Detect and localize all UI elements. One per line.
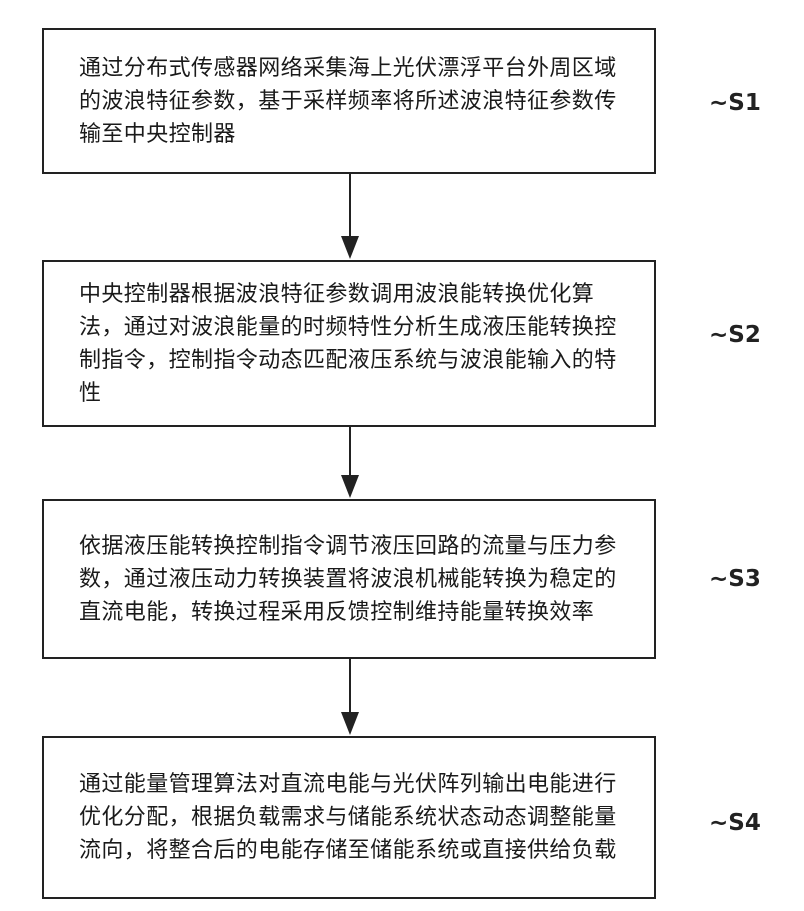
step-text-s1: 通过分布式传感器网络采集海上光伏漂浮平台外周区域的波浪特征参数，基于采样频率将所… <box>79 52 619 151</box>
step-text-s2: 中央控制器根据波浪特征参数调用波浪能转换优化算法，通过对波浪能量的时频特性分析生… <box>79 278 619 410</box>
step-box-s2: 中央控制器根据波浪特征参数调用波浪能转换优化算法，通过对波浪能量的时频特性分析生… <box>42 260 656 427</box>
step-label-s1: ~S1 <box>709 90 761 116</box>
step-label-s2: ~S2 <box>709 322 761 348</box>
step-label-s4: ~S4 <box>709 810 761 836</box>
arrow-s2-to-s3 <box>341 427 359 498</box>
step-box-s3: 依据液压能转换控制指令调节液压回路的流量与压力参数，通过液压动力转换装置将波浪机… <box>42 499 656 659</box>
step-box-s1: 通过分布式传感器网络采集海上光伏漂浮平台外周区域的波浪特征参数，基于采样频率将所… <box>42 28 656 174</box>
step-label-s3: ~S3 <box>709 566 761 592</box>
step-text-s4: 通过能量管理算法对直流电能与光伏阵列输出电能进行优化分配，根据负载需求与储能系统… <box>79 768 619 867</box>
arrow-s1-to-s2 <box>341 174 359 259</box>
step-text-s3: 依据液压能转换控制指令调节液压回路的流量与压力参数，通过液压动力转换装置将波浪机… <box>79 530 619 629</box>
step-box-s4: 通过能量管理算法对直流电能与光伏阵列输出电能进行优化分配，根据负载需求与储能系统… <box>42 736 656 899</box>
arrow-s3-to-s4 <box>341 659 359 735</box>
